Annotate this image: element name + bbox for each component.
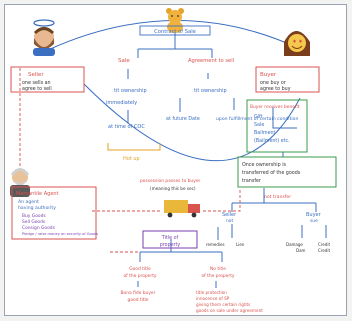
no-title-line1: No title [210, 266, 226, 272]
buyer-line1: one buy or [260, 80, 286, 86]
title-down [137, 281, 217, 288]
split-lines [137, 33, 213, 58]
sale-label: Sale [118, 58, 130, 64]
benefit-item: Gift [254, 114, 263, 120]
agreement-down-line [179, 73, 235, 112]
agreement-ownership: tit ownership [194, 88, 227, 94]
transfer-box [237, 156, 337, 188]
truck-icon [164, 200, 200, 218]
possession-line1: possession passes to buyer [140, 178, 201, 184]
buyer-rights-title: Buyer [306, 212, 322, 218]
truck-to-transfer-dash [203, 188, 241, 212]
teddy-bear-icon [166, 8, 184, 33]
buyer-title: Buyer [260, 72, 277, 78]
buyer-remedy-left: Damage [286, 242, 303, 247]
bona-fide-line1: Bona fide buyer [121, 290, 156, 296]
protection-item: goods on sale under agreement [196, 308, 263, 313]
transfer-line1: Once ownership is [242, 162, 287, 168]
buyer-box [255, 66, 320, 93]
title-of-property-line2: property [160, 242, 181, 248]
dashed-connectors [19, 68, 241, 253]
mercantile-item: Buy Goods [22, 213, 46, 219]
agreement-label: Agreement to sell [188, 58, 234, 64]
transfer-line2: transferred of the goods [242, 170, 301, 176]
bona-fide-line2: good title [128, 297, 149, 303]
mercantile-box [11, 186, 97, 240]
mercantile-title: Mercantile Agent [16, 191, 59, 197]
transfer-line3: transfer [242, 178, 261, 184]
no-title-line2: of the property [201, 273, 234, 279]
good-title-line2: of the property [123, 273, 156, 279]
seller-rights-title: Seller [222, 212, 237, 218]
transfer-split [231, 188, 317, 212]
not-transfer-label: not transfer [264, 194, 291, 200]
connector-lines [47, 20, 327, 288]
hot-up-label: Hot up [123, 156, 140, 162]
contract-box [139, 25, 211, 36]
fulfillment-label: upon fulfillment of certain condition [216, 116, 298, 122]
seller-box [10, 66, 85, 93]
title-of-property-line1: Title of [161, 235, 179, 241]
return-arc [83, 83, 301, 161]
seller-line2: agree to sell [22, 86, 52, 92]
protection-item: giving them certain rights [196, 302, 250, 307]
buyer-benefit-line [272, 107, 297, 129]
benefit-item: Sale [254, 122, 264, 128]
seller-rights-sub: not [226, 218, 233, 224]
protection-item: title protection [196, 290, 227, 295]
mercantile-line1: An agent [18, 199, 39, 205]
buyer-remedy-right1: Credit [318, 242, 330, 247]
coc-label: at time of COC [108, 124, 145, 130]
mercantile-item: Consign Goods [22, 225, 56, 231]
good-title-line1: Good title [129, 266, 151, 272]
hot-up-bracket [107, 143, 161, 151]
title-split [139, 239, 223, 262]
buyer-remedy-right2: Credit [318, 248, 330, 253]
seller-line1: one sells an [22, 80, 51, 86]
buyer-remedy-mid: Dam [296, 248, 306, 253]
mercantile-agent-avatar-icon [10, 168, 30, 197]
future-date-label: at future Date [166, 116, 200, 122]
mercantile-item: Sell Goods [22, 219, 46, 225]
benefits-title: Buyer receives benefit [250, 104, 300, 110]
mercantile-line2: having authority [18, 205, 56, 211]
benefit-item: (Bailment) etc. [254, 138, 290, 144]
protection-item: innocence of SP [196, 296, 230, 301]
contract-of-sale-text: Contract of Sale [154, 29, 196, 35]
sale-immediately: immediately [106, 100, 137, 106]
possession-line2: (meaning this be sec) [150, 186, 196, 191]
seller-title: Seller [28, 72, 44, 78]
buyer-avatar-icon [284, 31, 310, 56]
seller-avatar-icon [33, 19, 55, 56]
rights-lines [217, 224, 327, 240]
buyer-line2: agree to buy [260, 86, 291, 92]
title-box [142, 230, 198, 249]
seller-remedy-left: remedies [206, 242, 225, 247]
sale-ownership: tit ownership [114, 88, 147, 94]
benefits-box [246, 99, 308, 153]
seller-remedy-right: Lien [236, 242, 245, 247]
benefit-item: Bailment [254, 130, 276, 136]
buyer-rights-sub: sue [310, 219, 318, 224]
mercantile-item: Pledge / raise money on security of Good… [22, 232, 98, 236]
